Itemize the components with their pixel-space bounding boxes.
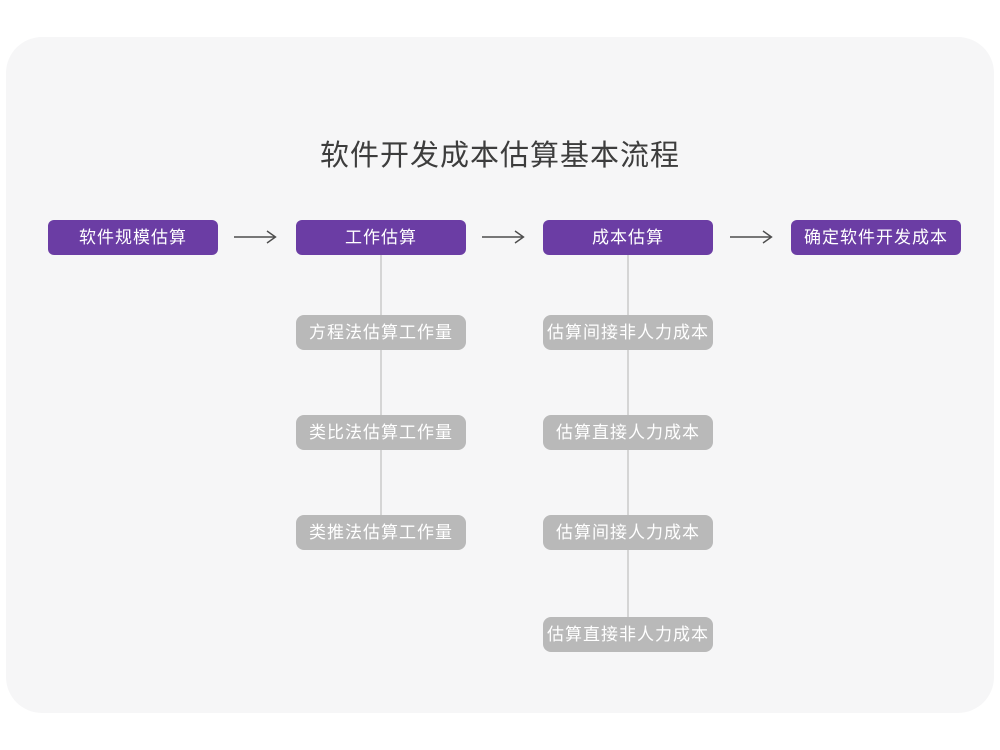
arrow-right-icon xyxy=(482,230,525,244)
node-extrapolation-method-effort: 类推法估算工作量 xyxy=(296,515,466,550)
node-analogy-method-effort: 类比法估算工作量 xyxy=(296,415,466,450)
arrow-right-icon xyxy=(234,230,277,244)
node-cost-estimation: 成本估算 xyxy=(543,220,713,255)
node-indirect-labor-cost: 估算间接人力成本 xyxy=(543,515,713,550)
node-effort-estimation: 工作估算 xyxy=(296,220,466,255)
node-direct-labor-cost: 估算直接人力成本 xyxy=(543,415,713,450)
node-software-size-estimation: 软件规模估算 xyxy=(48,220,218,255)
arrow-right-icon xyxy=(730,230,773,244)
node-indirect-non-labor-cost: 估算间接非人力成本 xyxy=(543,315,713,350)
node-determine-development-cost: 确定软件开发成本 xyxy=(791,220,961,255)
node-direct-non-labor-cost: 估算直接非人力成本 xyxy=(543,617,713,652)
diagram-card: 软件开发成本估算基本流程 软件规模估算 工作估算 成本估算 确定软件开发成本 方… xyxy=(6,37,994,713)
node-equation-method-effort: 方程法估算工作量 xyxy=(296,315,466,350)
diagram-title: 软件开发成本估算基本流程 xyxy=(319,140,680,172)
work-column-connector-line xyxy=(380,255,382,533)
